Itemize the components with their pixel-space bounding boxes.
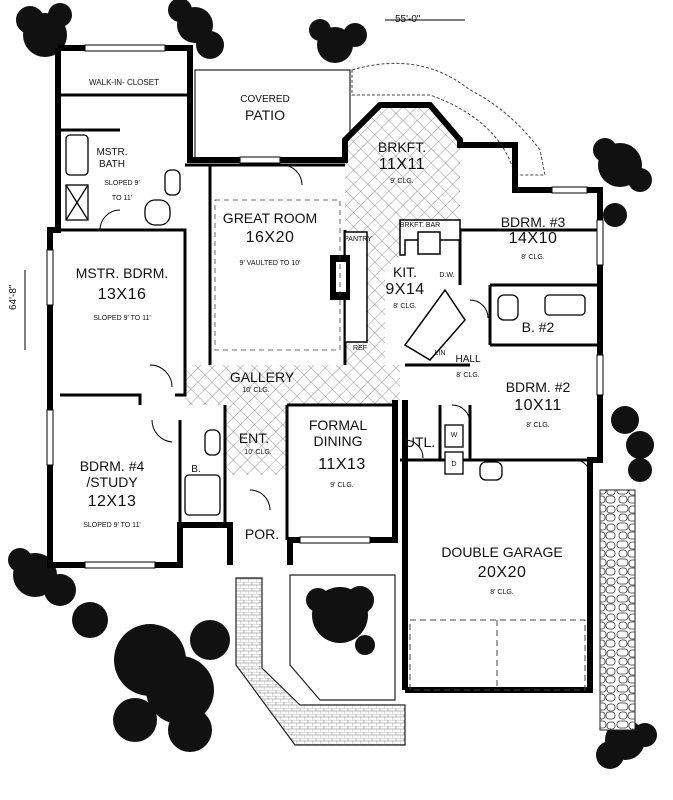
garage-doors: [409, 619, 586, 691]
garage-ceiling: 8' CLG.: [490, 589, 514, 596]
garden-bed-outline: [289, 574, 396, 701]
mstr-bdrm-ceiling: SLOPED 9' TO 11': [93, 315, 151, 322]
formal-dining-line2: DINING: [313, 433, 363, 449]
gallery-tile: [185, 365, 400, 405]
lin-label: LIN: [434, 350, 446, 357]
entry-tile: [225, 405, 287, 475]
mstr-bath-ceiling1: SLOPED 9': [104, 180, 140, 187]
bdrm4-line2: /STUDY: [86, 474, 138, 490]
ref-label: REF: [353, 345, 367, 352]
mstr-bath-line2: BATH: [99, 159, 125, 170]
bdrm4-ceiling: SLOPED 9' TO 11': [83, 522, 141, 529]
brkft-ceiling: 9' CLG.: [390, 178, 414, 185]
garage-size: 20X20: [477, 564, 527, 581]
great-room-vault: [214, 199, 341, 351]
great-room-size: 16X20: [245, 229, 295, 246]
mstr-bdrm-name: MSTR. BDRM.: [75, 265, 169, 281]
covered-patio-outline: [194, 69, 351, 161]
tree-top-left: [16, 0, 367, 63]
interior-walls: [58, 93, 600, 567]
bdrm2-ceiling: 8' CLG.: [526, 422, 550, 429]
brkft-bar-label: BRKFT. BAR: [399, 222, 441, 229]
breakfast-tile: [345, 105, 460, 365]
bdrm3-size: 14X10: [508, 230, 558, 247]
kit-name: KIT.: [392, 264, 418, 280]
mstr-bdrm-size: 13X16: [97, 286, 147, 303]
gallery-name: GALLERY: [229, 369, 295, 385]
b-label: B.: [191, 464, 201, 475]
dryer-label: D: [451, 461, 457, 468]
ent-name: ENT.: [238, 430, 270, 446]
hall-name: HALL: [455, 354, 481, 365]
mstr-bath-ceiling2: TO 11': [111, 195, 133, 202]
formal-dining-line1: FORMAL: [308, 417, 368, 433]
landscaping: [8, 0, 657, 769]
patio-garden-path: [351, 62, 546, 176]
bdrm3-ceiling: 8' CLG.: [521, 254, 545, 261]
bdrm3-name: BDRM. #3: [500, 214, 566, 230]
bdrm4-size: 12X13: [87, 493, 137, 510]
gallery-ceiling: 10' CLG.: [242, 387, 270, 394]
formal-dining-size: 11X13: [318, 456, 366, 473]
great-room-name: GREAT ROOM: [222, 210, 318, 226]
covered-patio-label-1: COVERED: [240, 94, 290, 105]
brkft-size: 11X11: [378, 156, 426, 173]
utl-label: UTL.: [404, 434, 436, 450]
covered-patio-label-2: PATIO: [245, 107, 285, 123]
pantry-label: PANTRY: [344, 236, 372, 243]
tree-right: [593, 138, 657, 769]
kit-size: 9X14: [385, 281, 425, 298]
bdrm2-name: BDRM. #2: [505, 379, 571, 395]
kit-ceiling: 8' CLG.: [393, 303, 417, 310]
ent-ceiling: 10' CLG.: [244, 449, 272, 456]
doors: [99, 164, 591, 511]
bdrm2-size: 10X11: [514, 397, 562, 414]
tree-bottom-left: [8, 548, 230, 752]
stone-walkway-right: [599, 489, 636, 731]
great-room-ceiling: 9' VAULTED TO 10': [239, 260, 301, 267]
bath-fixtures: [65, 134, 586, 516]
b2-label: B. #2: [521, 319, 555, 335]
washer-label: W: [450, 432, 458, 439]
kitchen-counters: [344, 219, 466, 361]
dw-label: D.W.: [439, 272, 455, 279]
hall-tile: [405, 365, 470, 405]
garage-name: DOUBLE GARAGE: [441, 544, 563, 560]
bdrm4-line1: BDRM. #4: [79, 458, 145, 474]
dimension-lines: [24, 19, 465, 350]
formal-dining-ceiling: 9' CLG.: [330, 482, 354, 489]
brkft-name: BRKFT.: [377, 139, 427, 155]
front-walkway: [235, 577, 406, 746]
hall-ceiling: 8' CLG.: [456, 372, 480, 379]
width-dimension: 55'-0": [395, 14, 421, 25]
walk-in-closet-label: WALK-IN- CLOSET: [89, 78, 159, 87]
mstr-bath-line1: MSTR.: [96, 147, 128, 158]
garden-bed-front: [306, 586, 375, 655]
por-label: POR.: [244, 526, 280, 542]
depth-dimension: 64'-8": [8, 284, 19, 310]
windows: [46, 44, 604, 569]
